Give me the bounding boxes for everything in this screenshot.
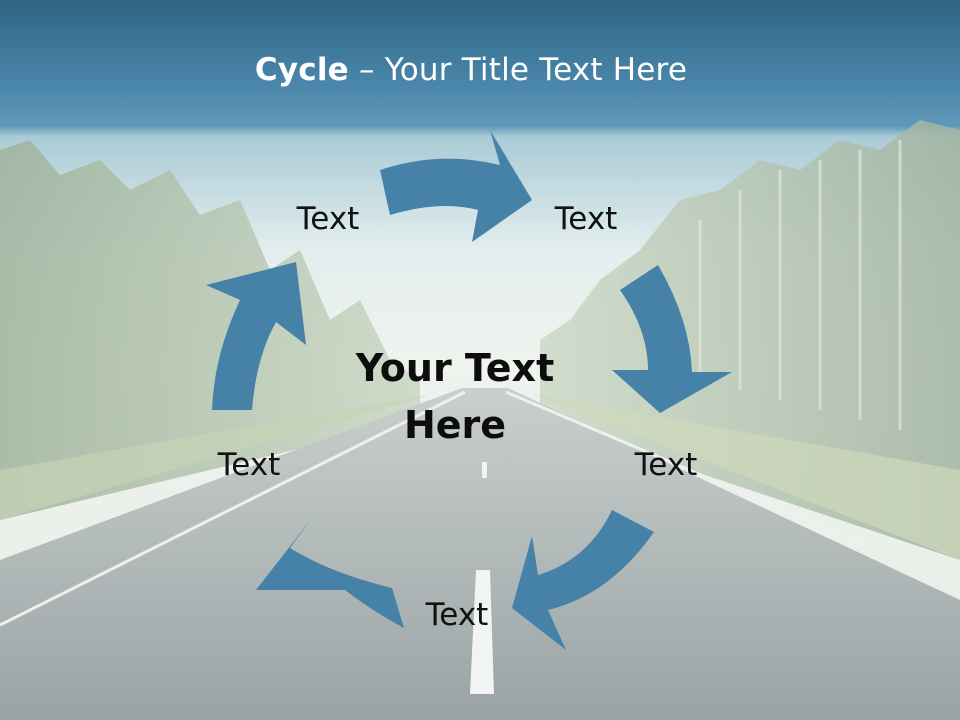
- slide-title: Cycle – Your Title Text Here: [0, 52, 942, 88]
- cycle-node-label-4: Text: [425, 597, 489, 633]
- cycle-node-label-5: Text: [217, 447, 281, 483]
- center-text-line-2: Here: [403, 403, 507, 447]
- center-text-line-1: Your Text: [355, 346, 555, 390]
- center-text: Your Text Here: [330, 340, 580, 454]
- title-rest: – Your Title Text Here: [348, 52, 688, 88]
- cycle-node-label-3: Text: [634, 447, 698, 483]
- cycle-node-label-2: Text: [554, 201, 618, 237]
- cycle-node-label-1: Text: [296, 201, 360, 237]
- title-bold: Cycle: [254, 52, 349, 88]
- cycle-arrows: [206, 130, 732, 650]
